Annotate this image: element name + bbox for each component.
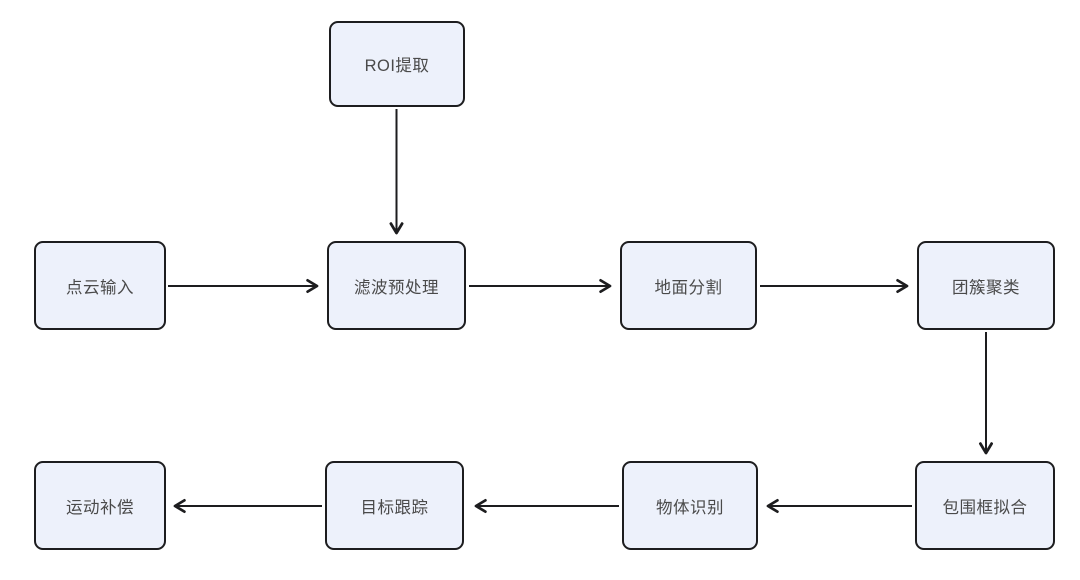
node-cluster-clustering-label: 团簇聚类 [952, 278, 1020, 297]
node-bounding-box-fitting: 包围框拟合 [915, 461, 1055, 550]
node-motion-compensation: 运动补偿 [34, 461, 166, 550]
node-filter-preprocessing: 滤波预处理 [327, 241, 466, 330]
node-roi-extraction-label: ROI提取 [364, 57, 430, 75]
node-pointcloud-input-label: 点云输入 [66, 278, 134, 297]
node-filter-preprocessing-label: 滤波预处理 [354, 278, 439, 297]
node-bounding-box-fitting-label: 包围框拟合 [942, 498, 1028, 517]
node-target-tracking: 目标跟踪 [325, 461, 464, 550]
node-cluster-clustering: 团簇聚类 [917, 241, 1055, 330]
node-ground-segmentation-label: 地面分割 [654, 278, 723, 297]
node-object-recognition: 物体识别 [622, 461, 758, 550]
node-target-tracking-label: 目标跟踪 [360, 498, 429, 517]
node-object-recognition-label: 物体识别 [656, 498, 724, 517]
node-motion-compensation-label: 运动补偿 [66, 498, 134, 517]
node-ground-segmentation: 地面分割 [620, 241, 757, 330]
node-pointcloud-input: 点云输入 [34, 241, 166, 330]
node-roi-extraction: ROI提取 [329, 21, 465, 107]
